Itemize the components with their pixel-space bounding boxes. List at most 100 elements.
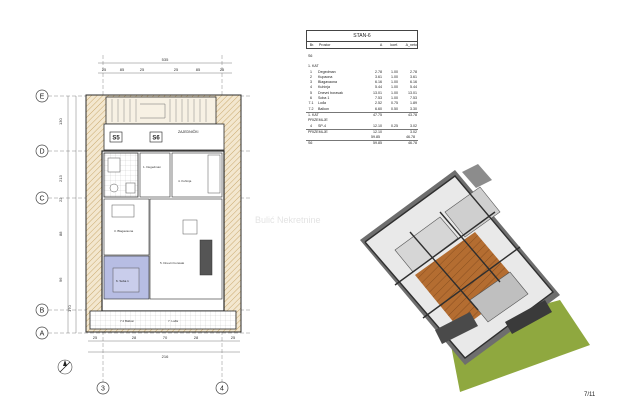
- cell-no: 5: [310, 90, 312, 95]
- top-dim: 25: [174, 67, 179, 72]
- top-dim-total: 535: [162, 57, 169, 62]
- kitchen-counter: [207, 154, 221, 194]
- bed: [112, 267, 140, 293]
- cell-coef: 0.75: [391, 101, 398, 106]
- cell-net: 3.02: [410, 123, 417, 128]
- storage-label: PRIZEMLJE: [308, 118, 328, 123]
- cell-area: 2.78: [375, 69, 382, 74]
- side-dim: 96: [58, 277, 63, 282]
- top-dim: 85: [120, 67, 125, 72]
- watermark: Bulić Nekretnine: [255, 215, 321, 225]
- bottom-dim: 25: [231, 335, 236, 340]
- cell-name: Balkon: [318, 106, 329, 111]
- axis-bubble-d: [35, 144, 49, 158]
- cell-name: Dnevni boravak: [318, 90, 343, 95]
- cell-no: 7.1: [308, 101, 314, 106]
- cell-area: 6.16: [375, 80, 382, 85]
- cell-no: 3: [310, 80, 312, 85]
- axis-bubble-4: [215, 381, 229, 395]
- stair-landing: [140, 103, 166, 119]
- cell-name: Degedman: [318, 69, 336, 74]
- room-label: 1. Degedman: [143, 165, 161, 169]
- cell-name: SP-4: [318, 123, 326, 128]
- axis-bubble-e: [35, 89, 49, 103]
- room-label: 6. Soba 1: [116, 279, 129, 283]
- room-label: 7. Lođa: [168, 319, 178, 323]
- coffee-table: [182, 219, 198, 235]
- col-axis-bubbles: 3 4: [96, 381, 229, 395]
- axis-label-a: A: [40, 331, 45, 338]
- sofa: [199, 239, 213, 276]
- cell-coef: 0.50: [391, 106, 398, 111]
- axis-bubble-b: [35, 303, 49, 317]
- axis-label-3: 3: [101, 386, 105, 393]
- top-dim: 25: [140, 67, 145, 72]
- cell-coef: 1.00: [391, 69, 398, 74]
- cell-net: 13.01: [408, 90, 417, 95]
- header-cell: koef.: [390, 43, 399, 47]
- top-dim: 85: [196, 67, 201, 72]
- axis-bubble-c: [35, 191, 49, 205]
- staircase-label: ZAJEDNIČKI: [178, 129, 198, 134]
- cell-area: 59.85: [371, 135, 380, 140]
- cell-area: 12.10: [373, 123, 382, 128]
- roof-structure: [462, 164, 492, 188]
- cell-area: 12.10: [373, 129, 382, 134]
- side-dim: 130: [58, 118, 63, 125]
- cell-no: 7.2: [308, 106, 314, 111]
- unit-tag-s5: S5: [112, 136, 120, 142]
- cell-area: 5.44: [375, 85, 382, 90]
- header-cell: Prostor: [318, 43, 331, 47]
- room-label: 4. Kuhinja: [178, 179, 192, 183]
- cell-name: Soba 1: [318, 96, 330, 101]
- cell-net: 3.30: [410, 106, 417, 111]
- dining-table: [111, 204, 135, 218]
- axis-label-b: B: [40, 308, 45, 315]
- cell-no: PRIZEMLJE: [308, 129, 328, 134]
- cell-no: 6: [310, 96, 312, 101]
- staircase: [105, 96, 217, 125]
- area-table: STAN-6 Br. Prostor A koef. A_neto S6 1. …: [306, 30, 418, 147]
- bottom-dim: 28: [194, 335, 199, 340]
- cell-name: Kuhinja: [318, 85, 330, 90]
- cell-no: 4: [310, 123, 312, 128]
- shower-tray: [107, 157, 121, 173]
- bottom-dimensions: 25 28 70 28 25 216: [88, 335, 240, 359]
- bottom-dim-total: 216: [162, 354, 169, 359]
- washbasin: [125, 182, 136, 194]
- side-dim: 213: [58, 175, 63, 182]
- bottom-dim: 28: [132, 335, 137, 340]
- bottom-dim: 70: [163, 335, 168, 340]
- page-number: 7/11: [584, 392, 596, 398]
- cell-no: 4: [310, 85, 312, 90]
- cell-net: 46.78: [408, 141, 417, 146]
- cell-name: Lođa: [318, 101, 326, 106]
- cell-coef: 1.00: [391, 90, 398, 95]
- top-dim: 25: [220, 67, 225, 72]
- axis-label-e: E: [40, 94, 45, 101]
- header-cell: Br.: [309, 43, 315, 47]
- cell-no: 2: [310, 74, 312, 79]
- corridor: [103, 123, 225, 151]
- axis-bubble-3: [96, 381, 110, 395]
- axis-label-4: 4: [220, 386, 224, 393]
- header-cell: A: [379, 43, 383, 47]
- cell-coef: 0.25: [391, 123, 398, 128]
- axis-bubble-a: [35, 326, 49, 340]
- cell-net: 43.78: [408, 112, 417, 117]
- cell-net: 1.89: [410, 101, 417, 106]
- cell-area: 59.85: [373, 141, 382, 146]
- bottom-dim: 25: [93, 335, 98, 340]
- north-arrow: [57, 359, 73, 375]
- table-header: Br. Prostor A koef. A_neto: [306, 42, 418, 49]
- room-label: 5. Dnevni boravak: [160, 261, 185, 265]
- cell-no: 1. KAT: [308, 112, 319, 117]
